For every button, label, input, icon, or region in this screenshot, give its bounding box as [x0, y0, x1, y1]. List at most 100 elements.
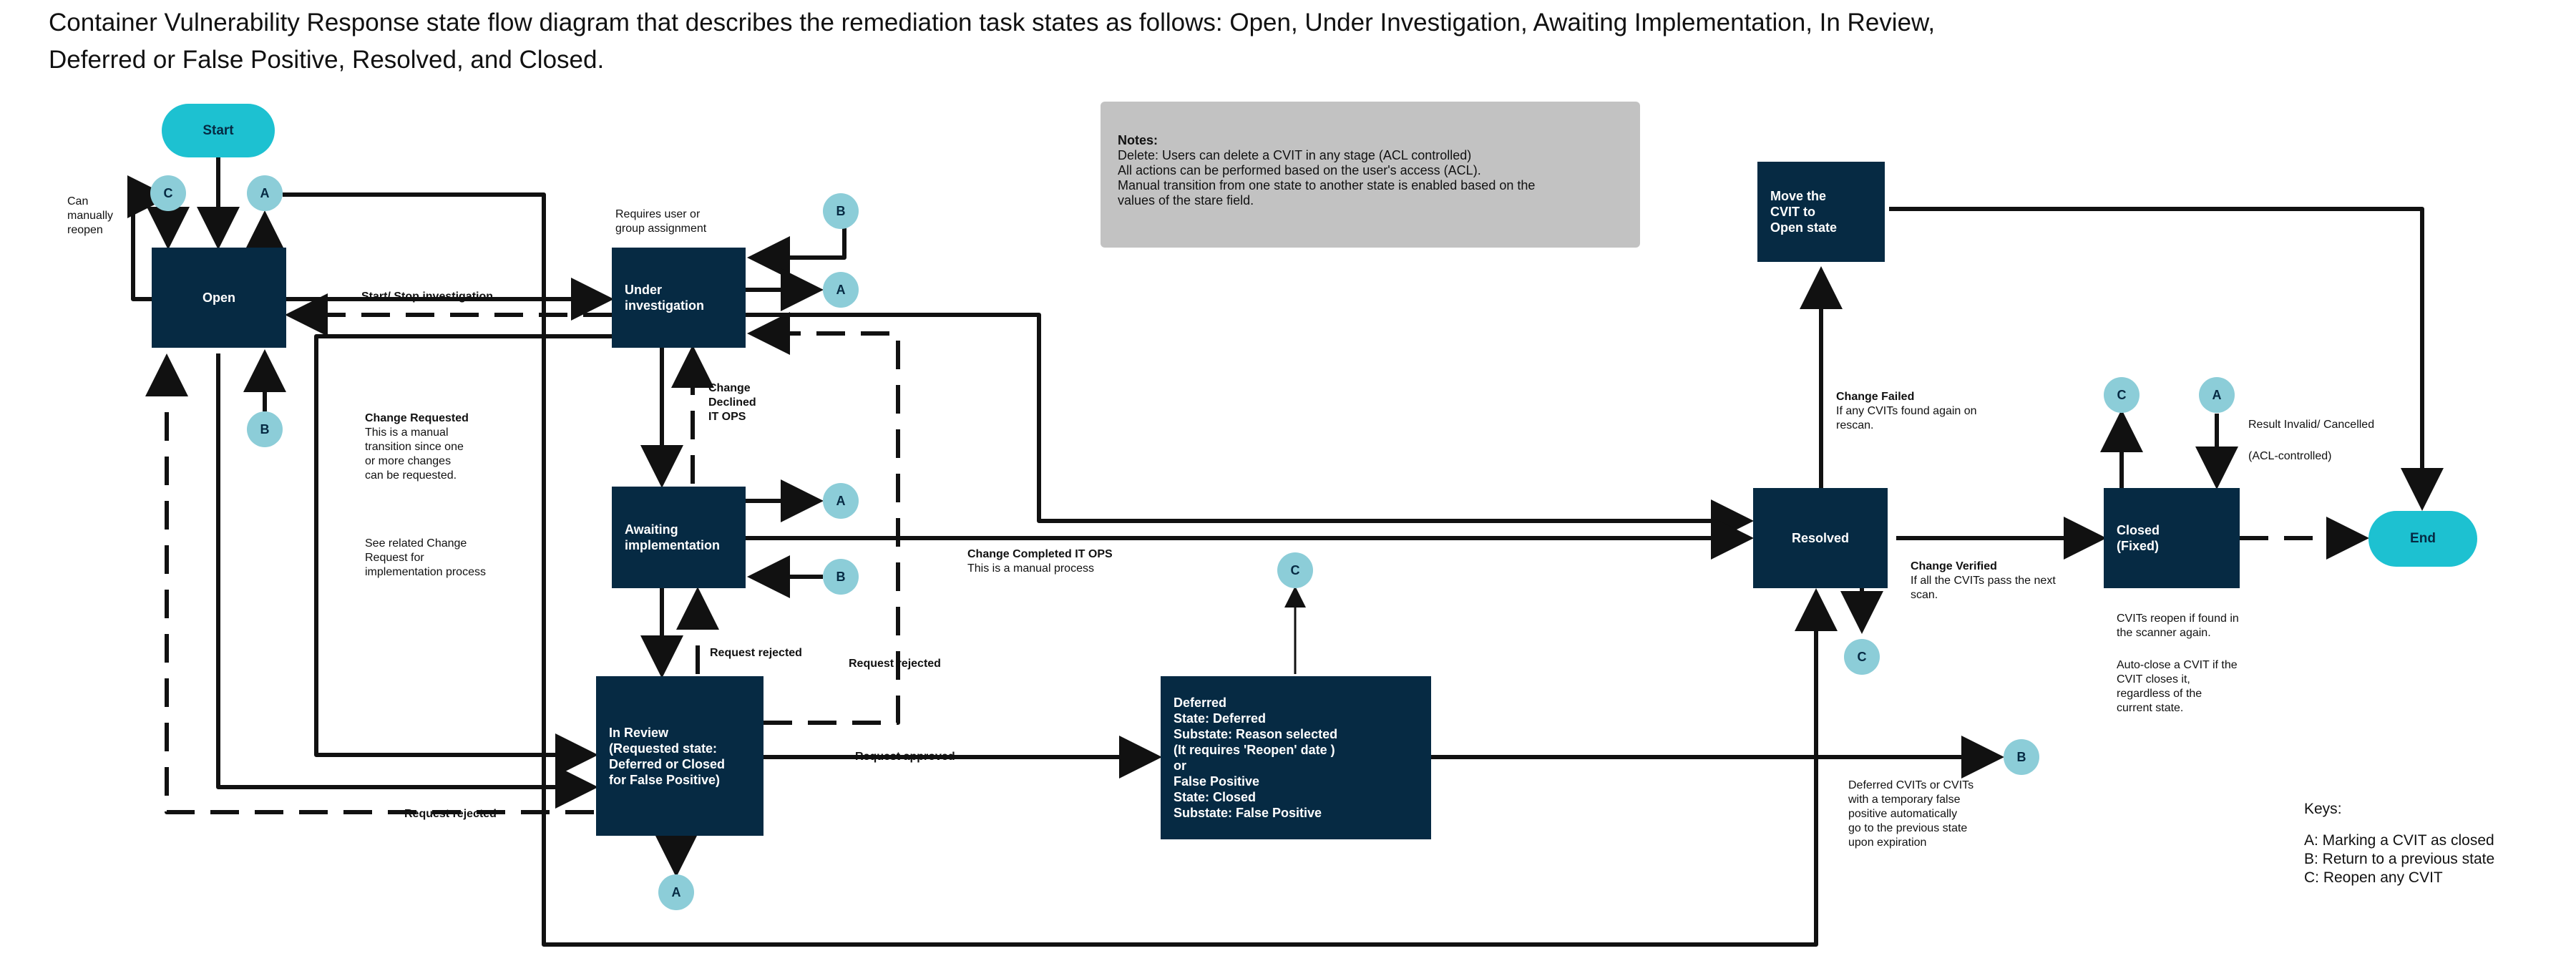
state-deferred-line: (It requires 'Reopen' date ) — [1174, 743, 1335, 757]
label-line: See related Change — [365, 537, 467, 550]
label-line: CVITs reopen if found in — [2117, 613, 2239, 625]
label-line: Request for — [365, 552, 424, 564]
label-line: with a temporary false — [1848, 794, 1961, 806]
state-deferred-line: State: Deferred — [1174, 711, 1267, 726]
state-in-review-line: In Review — [609, 725, 669, 740]
label-line: If any CVITs found again on — [1836, 405, 1977, 417]
state-move-line: Move the — [1770, 189, 1827, 203]
label-line: upon expiration — [1848, 836, 1927, 849]
label-line: Auto-close a CVIT if the — [2117, 659, 2238, 671]
label-result-invalid: Result Invalid/ Cancelled — [2248, 419, 2375, 431]
label-line: Declined — [708, 396, 756, 409]
label-request-rejected: Request rejected — [710, 647, 802, 659]
marker-c: C — [150, 175, 186, 211]
state-deferred-line: Substate: Reason selected — [1174, 727, 1338, 741]
state-in-review-line: (Requested state: — [609, 741, 718, 756]
label-line: Requires user or — [615, 208, 701, 220]
label-line: Change — [708, 382, 751, 394]
label-line: rescan. — [1836, 419, 1874, 431]
state-deferred-line: or — [1174, 758, 1186, 773]
label-line: go to the previous state — [1848, 822, 1968, 834]
keys-item: A: Marking a CVIT as closed — [2304, 832, 2494, 849]
state-closed-line: Closed — [2117, 523, 2160, 537]
label-change-requested: Change Requested This is a manual transi… — [365, 411, 469, 483]
diagram-caption: Container Vulnerability Response state f… — [49, 9, 1936, 74]
notes-title-text: Notes — [1118, 133, 1154, 147]
label-line: the scanner again. — [2117, 627, 2211, 639]
label-line: Deferred CVITs or CVITs — [1848, 779, 1974, 791]
start-terminal: Start — [162, 104, 275, 157]
keys-title-text: Keys — [2304, 801, 2338, 817]
state-awaiting-line: Awaiting — [625, 522, 678, 537]
notes-title: Notes: — [1118, 133, 1158, 147]
marker-a: A — [823, 483, 859, 519]
state-move-to-open: Move the CVIT to Open state — [1755, 162, 1888, 262]
marker-b: B — [2004, 739, 2039, 775]
label-see-related: See related Change Request for implement… — [365, 537, 486, 580]
label-request-rejected: Request rejected — [404, 808, 497, 820]
state-awaiting-line: implementation — [625, 538, 721, 552]
label-title: Change Completed IT OPS — [967, 548, 1113, 560]
label-title: Change Verified — [1911, 560, 1997, 572]
label-line: This is a manual process — [967, 562, 1094, 575]
label-auto-close: Auto-close a CVIT if the CVIT closes it,… — [2117, 658, 2238, 716]
state-in-review: In Review (Requested state: Deferred or … — [596, 676, 763, 836]
keys-item: B: Return to a previous state — [2304, 851, 2495, 867]
label-title: Change Failed — [1836, 391, 1915, 403]
label-line: current state. — [2117, 702, 2184, 714]
notes-line: values of the stare field. — [1118, 193, 1254, 208]
label-change-declined: Change Declined IT OPS — [708, 381, 756, 424]
label-line: IT OPS — [708, 411, 746, 423]
state-open-label: Open — [202, 291, 235, 305]
label-line: CVIT closes it, — [2117, 673, 2190, 686]
label-line: transition since one — [365, 441, 464, 453]
keys-item: C: Reopen any CVIT — [2304, 869, 2443, 886]
notes-line: All actions can be performed based on th… — [1118, 163, 1481, 177]
label-line: This is a manual — [365, 426, 449, 439]
state-move-line: Open state — [1770, 220, 1838, 235]
marker-c: C — [1277, 552, 1313, 588]
marker-b: B — [247, 411, 283, 447]
label-line: reopen — [67, 224, 103, 236]
label-line: regardless of the — [2117, 688, 2202, 700]
label-line: manually — [67, 210, 114, 222]
state-deferred-line: Substate: False Positive — [1174, 806, 1322, 820]
label-requires-user: Requires user or group assignment — [615, 208, 706, 236]
state-closed: Closed (Fixed) — [2104, 488, 2240, 588]
label-line: scan. — [1911, 589, 1938, 601]
label-line: group assignment — [615, 223, 707, 235]
marker-b: B — [823, 193, 859, 229]
state-under-investigation: Under investigation — [612, 248, 746, 348]
keys-title: Keys: — [2304, 801, 2342, 817]
label-deferred-note: Deferred CVITs or CVITs with a temporary… — [1848, 779, 1974, 850]
marker-b: B — [823, 559, 859, 595]
state-resolved-label: Resolved — [1791, 531, 1850, 545]
label-acl-controlled: (ACL-controlled) — [2248, 450, 2332, 462]
state-deferred-line: False Positive — [1174, 774, 1260, 789]
state-open: Open — [152, 248, 286, 348]
end-terminal: End — [2368, 511, 2477, 567]
state-under-investigation-line: investigation — [625, 298, 705, 313]
state-resolved: Resolved — [1753, 488, 1888, 588]
notes-line: Delete: Users can delete a CVIT in any s… — [1118, 148, 1472, 162]
marker-a: A — [247, 175, 283, 211]
state-under-investigation-line: Under — [625, 283, 663, 297]
label-request-approved: Request approved — [855, 751, 955, 763]
label-cvits-reopen: CVITs reopen if found in the scanner aga… — [2117, 612, 2239, 640]
label-line: can be requested. — [365, 469, 457, 482]
state-deferred-line: State: Closed — [1174, 790, 1257, 804]
label-change-completed: Change Completed IT OPS This is a manual… — [967, 547, 1113, 576]
state-awaiting-implementation: Awaiting implementation — [612, 487, 746, 588]
marker-c: C — [1844, 639, 1880, 675]
marker-a: A — [2199, 377, 2235, 413]
label-line: If all the CVITs pass the next — [1911, 575, 2056, 587]
state-in-review-line: Deferred or Closed — [609, 756, 726, 771]
label-line: implementation process — [365, 566, 486, 578]
marker-a: A — [823, 272, 859, 308]
notes-panel: Notes: Delete: Users can delete a CVIT i… — [1101, 102, 1640, 248]
label-can-manually-reopen: Can manually reopen — [67, 195, 113, 238]
state-move-line: CVIT to — [1770, 205, 1815, 219]
marker-c: C — [2104, 377, 2140, 413]
